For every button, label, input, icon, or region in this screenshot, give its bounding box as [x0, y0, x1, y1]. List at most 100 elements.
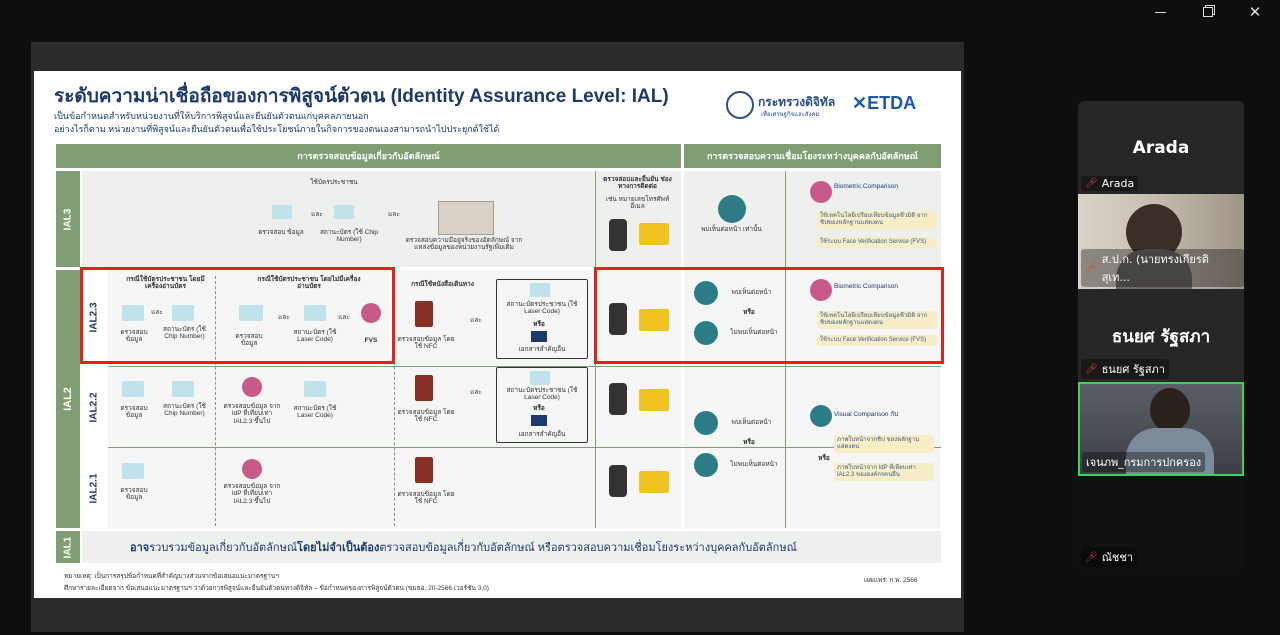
etda-x-icon: ✕: [852, 93, 868, 113]
or-text: หรือ: [533, 405, 545, 412]
idcard-check-icon: [334, 205, 354, 219]
ial23-laser2: สถานะบัตรประชาชน (ใช้ Laser Code): [506, 301, 578, 316]
idcard-check-icon: [304, 381, 326, 397]
divider: [108, 447, 941, 448]
ial3-bio-pill-2: ใช้ระบบ Face Verification Service (FVS): [817, 237, 937, 248]
ial23-case3-title: กรณีใช้หนังสือเดินทาง: [411, 281, 474, 288]
ministry-logo-sub: เพื่อเศรษฐกิจและสังคม: [761, 112, 820, 118]
fvs-face-icon: [361, 303, 381, 323]
face-to-face-icon: [694, 281, 718, 305]
ial23-f2f: พบเห็นต่อหน้า: [731, 289, 772, 296]
level-ial2: IAL2: [56, 270, 80, 528]
biometric-face-icon: [810, 181, 832, 203]
footnote-1: หมายเหตุ: เป็นการสรุปข้อกำหนดที่สำคัญบาง…: [64, 573, 279, 580]
government-building-icon: [438, 201, 494, 235]
email-icon: [639, 309, 669, 331]
ial3-left-band: [82, 171, 681, 267]
idcard-check-icon: [530, 371, 550, 385]
divider: [108, 366, 941, 367]
and-text: และ: [311, 211, 323, 218]
idcard-check-icon: [172, 305, 194, 321]
ial21-nfc: ตรวจสอบข้อมูล โดยใช้ NFC: [397, 491, 455, 506]
ial23-check-2: ตรวจสอบ ข้อมูล: [235, 333, 263, 348]
participant-video-head: [1150, 388, 1190, 432]
highlight-box: [80, 267, 395, 364]
ial23-fvs: FVS: [364, 337, 378, 344]
and-text: และ: [470, 389, 482, 396]
ial22-nfc: ตรวจสอบข้อมูล โดยใช้ NFC: [397, 409, 455, 424]
ial3-f2f-only: พบเห็นต่อหน้า เท่านั้น: [701, 226, 762, 233]
slide-title: ระดับความน่าเชื่อถือของการพิสูจน์ตัวตน (…: [54, 86, 669, 107]
ial23-chip: สถานะบัตร (ใช้ Chip Number): [163, 326, 206, 341]
participant-tile[interactable]: 🎤︎ณัชชา: [1078, 476, 1244, 570]
close-button[interactable]: ✕: [1232, 2, 1278, 22]
or-text: หรือ: [743, 439, 755, 446]
ial21-check: ตรวจสอบ ข้อมูล: [120, 487, 148, 502]
ial22-idp: ตรวจสอบข้อมูล จาก IdP ที่เทียบเท่า IAL2.…: [223, 403, 281, 425]
header-identity-check: การตรวจสอบข้อมูลเกี่ยวกับอัตลักษณ์: [56, 144, 681, 168]
ial23-bio-pill-1: ใช้เทคโนโลยีเปรียบเทียบข้อมูลชีวมิติ จาก…: [817, 311, 937, 329]
phone-icon: [609, 465, 627, 497]
participant-name: เจนภพ_กรมการปกครอง: [1082, 452, 1206, 472]
minimize-button[interactable]: [1137, 2, 1183, 22]
muted-mic-icon: 🎤︎: [1085, 363, 1098, 375]
or-text: หรือ: [743, 309, 755, 316]
participant-tile[interactable]: Arada 🎤︎Arada: [1078, 101, 1244, 194]
idcard-icon: [122, 381, 144, 397]
email-icon: [639, 471, 669, 493]
passport-icon: [415, 375, 433, 401]
phone-icon: [609, 383, 627, 415]
and-text: และ: [338, 314, 350, 321]
participant-name: 🎤︎Arada: [1081, 176, 1139, 191]
shared-slide: ระดับความน่าเชื่อถือของการพิสูจน์ตัวตน (…: [34, 71, 961, 598]
ial23-bio-pill-2: ใช้ระบบ Face Verification Service (FVS): [817, 335, 937, 346]
ial22-chip: สถานะบัตร (ใช้ Chip Number): [163, 403, 206, 418]
ial22-f2f: พบเห็นต่อหน้า: [731, 419, 772, 426]
ial22-vis-pill-1: ภาพใบหน้าจากชิป ของหลักฐานแสดงตน: [834, 435, 934, 453]
participant-tile[interactable]: 🎤︎ส.ป.ก. (นายทรงเกียรติ สุเท...: [1078, 194, 1244, 289]
minimize-icon: [1154, 11, 1166, 13]
participant-display-name: Arada: [1132, 138, 1190, 158]
email-icon: [639, 223, 669, 245]
and-text: และ: [278, 314, 290, 321]
or-text: หรือ: [533, 321, 545, 328]
restore-button[interactable]: [1185, 2, 1231, 22]
biometric-face-icon: [810, 279, 832, 301]
ial3-bio-pill-1: ใช้เทคโนโลยีเปรียบเทียบข้อมูลชีวมิติ จาก…: [817, 211, 937, 229]
email-icon: [639, 389, 669, 411]
idcard-check-icon: [172, 381, 194, 397]
remote-icon: [694, 453, 718, 477]
ial23-bio-title: Biometric Comparison: [834, 283, 898, 290]
visual-compare-icon: [810, 405, 832, 427]
idcard-icon: [272, 205, 292, 219]
ial23-laser: สถานะบัตร (ใช้ Laser Code): [293, 329, 337, 344]
etda-logo: ✕ETDA: [852, 93, 917, 113]
ial1-statement: อาจรวบรวมข้อมูลเกี่ยวกับอัตลักษณ์ โดยไม่…: [82, 531, 941, 563]
remote-icon: [694, 321, 718, 345]
footnote-2: ศึกษารายละเอียดจาก ข้อเสนอแนะมาตรฐานฯ ว่…: [64, 585, 489, 592]
idcard-check-icon: [304, 305, 326, 321]
participant-tile-active[interactable]: เจนภพ_กรมการปกครอง: [1078, 382, 1244, 476]
passport-icon: [415, 301, 433, 327]
level-ial1: IAL1: [56, 531, 80, 563]
participant-video-body: [1126, 428, 1214, 474]
ministry-logo-text: กระทรวงดิจิทัล: [758, 95, 836, 109]
restore-icon: [1203, 7, 1213, 17]
ial23-nf2f: ไม่พบเห็นต่อหน้า: [730, 329, 778, 336]
idcard-icon: [239, 305, 263, 321]
ial23-case2-title: กรณีใช้บัตรประชาชน โดยไม่มีเครื่องอ่านบั…: [257, 276, 361, 291]
ial22-other-doc: เอกสารสำคัญอื่น: [518, 431, 566, 438]
level-ial22: IAL2.2: [82, 368, 106, 446]
ial3-chip-status: สถานะบัตร (ใช้ Chip Number): [319, 229, 379, 244]
ministry-seal-icon: [726, 91, 754, 119]
ial22-nf2f: ไม่พบเห็นต่อหน้า: [730, 461, 778, 468]
ial3-online-sub: เช่น หมายเลขโทรศัพท์ อีเมล: [605, 196, 670, 211]
idcard-icon: [122, 463, 144, 479]
and-text: และ: [151, 309, 163, 316]
ial22-check: ตรวจสอบ ข้อมูล: [120, 405, 148, 420]
participant-tile[interactable]: ธนยศ รัฐสภา 🎤︎ธนยศ รัฐสภา: [1078, 289, 1244, 382]
ial23-nfc: ตรวจสอบข้อมูล โดยใช้ NFC: [397, 336, 455, 351]
participant-name: 🎤︎ณัชชา: [1081, 547, 1138, 567]
phone-icon: [609, 219, 627, 251]
document-icon: [531, 331, 547, 342]
